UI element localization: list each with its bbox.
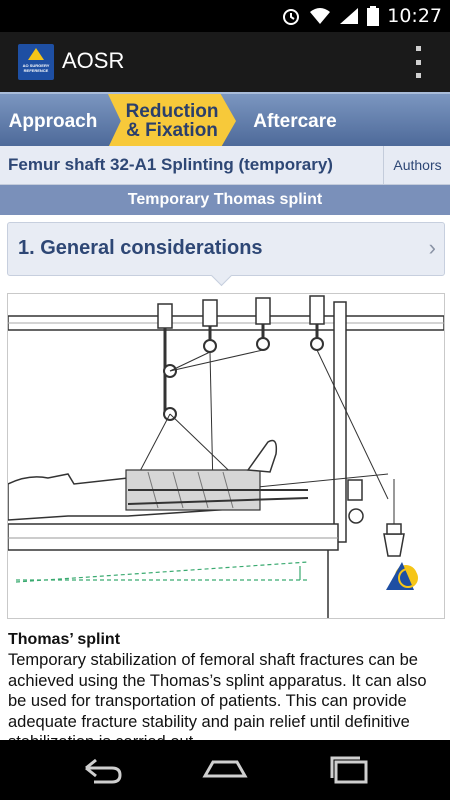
wifi-icon xyxy=(310,8,331,24)
section-general-considerations[interactable]: 1. General considerations › xyxy=(7,222,445,287)
tab-approach[interactable]: Approach xyxy=(8,110,98,132)
battery-icon xyxy=(367,6,380,26)
chevron-right-icon: › xyxy=(428,235,436,260)
content-heading: Thomas’ splint xyxy=(8,631,121,648)
home-icon[interactable] xyxy=(201,754,249,786)
section-label: 1. General considerations xyxy=(18,237,263,259)
section-pointer xyxy=(210,264,233,287)
status-bar: 10:27 xyxy=(0,0,450,32)
app-logo[interactable]: AO SURGERY REFERENCE xyxy=(18,44,54,80)
app-bar: AO SURGERY REFERENCE AOSR xyxy=(0,32,450,92)
procedure-tabs: Approach Reduction & Fixation Aftercare xyxy=(0,92,450,148)
procedure-title-bar: Femur shaft 32-A1 Splinting (temporary) … xyxy=(0,146,450,185)
logo-text: AO SURGERY REFERENCE xyxy=(22,63,50,73)
system-nav-bar xyxy=(0,740,450,800)
ao-logo-icon xyxy=(386,562,418,590)
recent-apps-icon[interactable] xyxy=(326,754,374,786)
overflow-menu-icon[interactable] xyxy=(416,46,422,78)
back-icon[interactable] xyxy=(76,754,124,786)
tab-reduction-fixation[interactable]: Reduction & Fixation xyxy=(108,94,236,148)
clock: 10:27 xyxy=(387,5,442,27)
thomas-splint-illustration[interactable] xyxy=(7,293,445,619)
content-body: Temporary stabilization of femoral shaft… xyxy=(8,651,427,751)
authors-button[interactable]: Authors xyxy=(383,146,450,184)
app-title: AOSR xyxy=(62,48,125,73)
logo-triangle-icon xyxy=(28,48,44,60)
tab-aftercare[interactable]: Aftercare xyxy=(253,110,337,132)
step-subtitle: Temporary Thomas splint xyxy=(0,185,450,215)
procedure-title: Femur shaft 32-A1 Splinting (temporary) xyxy=(8,155,333,174)
content-text: Thomas’ splint Temporary stabilization o… xyxy=(8,630,444,753)
splint-drawing xyxy=(8,295,444,618)
alarm-icon xyxy=(283,9,300,25)
signal-icon xyxy=(340,8,359,24)
